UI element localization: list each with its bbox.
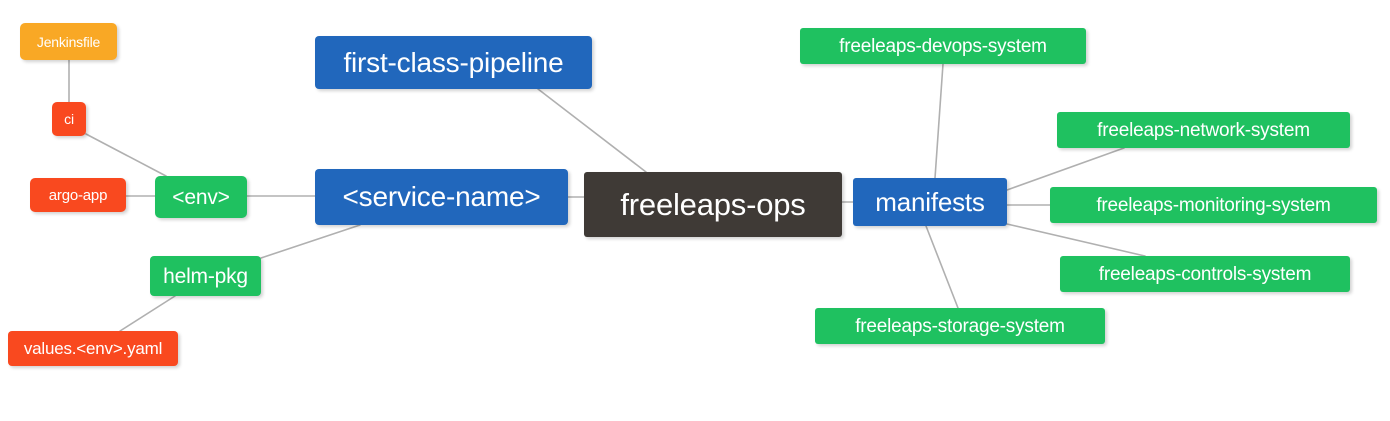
node-label-freeleaps-monitoring-system: freeleaps-monitoring-system — [1096, 194, 1331, 216]
edge-manifests-to-freeleaps-storage-system — [925, 225, 959, 309]
node-service-name[interactable]: <service-name> — [315, 169, 568, 225]
node-label-first-class-pipeline: first-class-pipeline — [343, 46, 564, 78]
node-argo-app[interactable]: argo-app — [30, 178, 126, 212]
node-first-class-pipeline[interactable]: first-class-pipeline — [315, 36, 592, 89]
node-label-env: <env> — [172, 185, 230, 209]
node-label-ci: ci — [64, 111, 74, 127]
node-ci[interactable]: ci — [52, 102, 86, 136]
node-freeleaps-monitoring-system[interactable]: freeleaps-monitoring-system — [1050, 187, 1377, 223]
edge-ci-to-env — [85, 133, 167, 177]
node-label-helm-pkg: helm-pkg — [163, 264, 248, 288]
node-label-argo-app: argo-app — [48, 186, 108, 204]
node-freeleaps-ops[interactable]: freeleaps-ops — [584, 172, 842, 237]
edge-values-yaml-to-helm-pkg — [119, 295, 176, 332]
node-helm-pkg[interactable]: helm-pkg — [150, 256, 261, 296]
node-values-yaml[interactable]: values.<env>.yaml — [8, 331, 178, 366]
node-label-freeleaps-network-system: freeleaps-network-system — [1097, 119, 1310, 141]
edge-helm-pkg-to-service-name — [260, 224, 361, 259]
node-label-jenkinsfile: Jenkinsfile — [36, 33, 101, 50]
node-label-values-yaml: values.<env>.yaml — [23, 339, 163, 358]
node-label-freeleaps-devops-system: freeleaps-devops-system — [839, 35, 1047, 57]
edge-manifests-to-freeleaps-network-system — [1006, 147, 1125, 191]
edge-manifests-to-freeleaps-controls-system — [1006, 223, 1146, 257]
node-label-freeleaps-storage-system: freeleaps-storage-system — [855, 315, 1065, 337]
node-freeleaps-storage-system[interactable]: freeleaps-storage-system — [815, 308, 1105, 344]
node-manifests[interactable]: manifests — [853, 178, 1007, 226]
edge-manifests-to-freeleaps-devops-system — [934, 63, 944, 179]
node-label-freeleaps-controls-system: freeleaps-controls-system — [1098, 263, 1312, 285]
node-env[interactable]: <env> — [155, 176, 247, 218]
node-label-freeleaps-ops: freeleaps-ops — [620, 187, 806, 222]
node-label-service-name: <service-name> — [342, 181, 541, 212]
node-freeleaps-network-system[interactable]: freeleaps-network-system — [1057, 112, 1350, 148]
node-freeleaps-controls-system[interactable]: freeleaps-controls-system — [1060, 256, 1350, 292]
node-jenkinsfile[interactable]: Jenkinsfile — [20, 23, 117, 60]
node-label-manifests: manifests — [875, 187, 985, 217]
edge-first-class-pipeline-to-freeleaps-ops — [537, 88, 647, 173]
node-freeleaps-devops-system[interactable]: freeleaps-devops-system — [800, 28, 1086, 64]
